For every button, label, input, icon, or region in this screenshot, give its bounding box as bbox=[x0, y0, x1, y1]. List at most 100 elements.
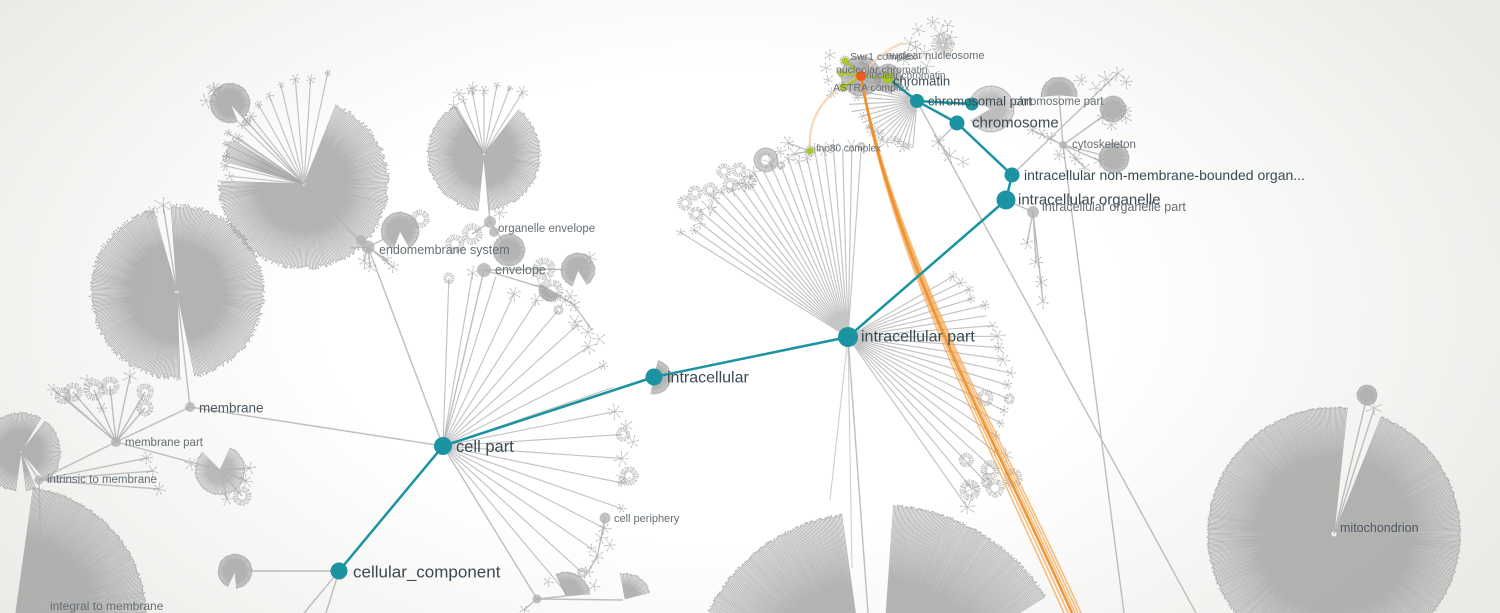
orange-pale-edge[interactable] bbox=[860, 41, 904, 77]
leaf-star bbox=[184, 458, 198, 471]
leaf-star bbox=[688, 186, 702, 201]
graph-node-intracellular_organelle[interactable] bbox=[996, 190, 1016, 210]
leaf-star bbox=[717, 188, 725, 195]
leaf-star bbox=[607, 404, 623, 420]
graph-node-junction[interactable] bbox=[532, 594, 542, 604]
graph-node-astra[interactable] bbox=[839, 83, 847, 91]
leaf-star bbox=[965, 285, 974, 295]
edge-fan bbox=[1207, 407, 1461, 613]
leaf-star bbox=[559, 294, 572, 306]
leaf-star-dots bbox=[762, 154, 778, 168]
leaf-star-dots bbox=[889, 135, 899, 146]
leaf-star-dots bbox=[740, 174, 757, 190]
graph-node-intracellular_part[interactable] bbox=[838, 327, 858, 347]
leaf-star-dots bbox=[734, 179, 744, 188]
orange-strand-edge[interactable] bbox=[860, 75, 1082, 613]
leaf-star-dots bbox=[617, 478, 626, 487]
graph-node-organelle_envelope[interactable] bbox=[484, 216, 496, 228]
graph-node-endomembrane[interactable] bbox=[361, 240, 375, 254]
graph-node-endomembrane2[interactable] bbox=[356, 235, 366, 245]
leaf-star bbox=[382, 255, 392, 265]
graph-node-cell_part[interactable] bbox=[434, 437, 452, 455]
leaf-star-dots bbox=[615, 426, 631, 442]
leaf-star-dots bbox=[506, 85, 514, 92]
leaf-star-dots bbox=[912, 23, 926, 36]
graph-node-cell_periphery[interactable] bbox=[599, 512, 611, 524]
leaf-star bbox=[245, 111, 257, 122]
graph-node-intracellular[interactable] bbox=[645, 368, 663, 386]
leaf-star-dots bbox=[716, 163, 732, 179]
highlight-path-edges[interactable] bbox=[338, 77, 1014, 572]
leaf-star bbox=[890, 136, 899, 145]
orange-pale-edge[interactable] bbox=[808, 74, 862, 152]
leaf-star bbox=[909, 41, 921, 52]
leaf-star-dots bbox=[604, 538, 616, 552]
leaf-star-dots bbox=[917, 44, 932, 61]
graph-node-intracellular_nmbo[interactable] bbox=[1004, 167, 1020, 183]
green-relation-edges[interactable] bbox=[840, 60, 889, 88]
leaf-star bbox=[242, 118, 252, 126]
leaf-star-dots bbox=[467, 86, 478, 96]
leaf-star-dots bbox=[221, 492, 235, 506]
leaf-star bbox=[726, 183, 739, 197]
leaf-star bbox=[820, 62, 831, 73]
leaf-star-dots bbox=[224, 171, 235, 181]
leaf-star-dots bbox=[136, 383, 154, 401]
orange-main-edge[interactable] bbox=[859, 75, 1074, 613]
leaf-star-dots bbox=[564, 289, 578, 302]
floating-label-5: Ino80 complex bbox=[816, 144, 881, 155]
graph-node-integral[interactable] bbox=[37, 599, 47, 609]
graph-node-cytoskeleton[interactable] bbox=[1059, 141, 1067, 149]
graph-node-swr1[interactable] bbox=[841, 57, 849, 65]
leaf-star bbox=[507, 287, 521, 302]
leaf-star bbox=[220, 161, 229, 171]
floating-label-8: mitochondrion bbox=[1340, 521, 1419, 535]
graph-node-organelle_part_n[interactable] bbox=[1027, 206, 1039, 218]
leaf-star-dots bbox=[1003, 393, 1015, 405]
graph-node-cellular_component[interactable] bbox=[330, 562, 348, 580]
leaf-star bbox=[1037, 296, 1048, 309]
leaf-star bbox=[604, 539, 615, 552]
leaf-star-dots bbox=[1103, 118, 1117, 131]
graph-node-chromosome[interactable] bbox=[949, 115, 965, 131]
leaf-star-dots bbox=[543, 577, 554, 588]
leaf-star bbox=[994, 343, 1004, 353]
edge-fan bbox=[971, 85, 1014, 132]
leaf-star bbox=[693, 217, 706, 230]
leaf-star-dots bbox=[410, 209, 430, 229]
leaf-star bbox=[943, 31, 957, 45]
leaf-star bbox=[904, 142, 912, 150]
leaf-star bbox=[775, 147, 786, 157]
leaf-star-dots bbox=[1053, 149, 1066, 161]
leaf-star bbox=[981, 468, 993, 480]
leaf-star-dots bbox=[516, 86, 528, 99]
leaf-star bbox=[931, 33, 955, 57]
leaf-star-dots bbox=[964, 285, 974, 295]
graph-node-nucleolar_chromatin_n[interactable] bbox=[838, 70, 844, 76]
graph-node-chromosome_part_node[interactable] bbox=[965, 97, 979, 111]
leaf-star-dots bbox=[443, 272, 455, 284]
graph-node-chromosomal_part[interactable] bbox=[910, 94, 924, 108]
leaf-star-dots bbox=[942, 19, 954, 31]
leaf-star bbox=[1007, 367, 1016, 378]
leaf-star-dots bbox=[577, 567, 587, 578]
leaf-star bbox=[582, 565, 593, 579]
leaf-star bbox=[1037, 129, 1048, 139]
leaf-star-dots bbox=[581, 565, 594, 579]
node-label-envelope: envelope bbox=[495, 263, 546, 277]
leaf-star bbox=[445, 234, 465, 254]
graph-node-envelope[interactable] bbox=[477, 263, 491, 277]
graph-node-intrinsic[interactable] bbox=[34, 475, 44, 485]
leaf-star-dots bbox=[144, 206, 159, 219]
graph-node-ino80[interactable] bbox=[806, 147, 814, 155]
graph-node-chromatin[interactable] bbox=[882, 72, 894, 84]
graph-node-organelle_envelope2[interactable] bbox=[489, 227, 499, 237]
leaf-star bbox=[734, 179, 744, 187]
graph-node-membrane[interactable] bbox=[185, 402, 195, 412]
leaf-star-dots bbox=[979, 300, 990, 311]
leaf-star-dots bbox=[587, 543, 596, 553]
graph-node-selected[interactable] bbox=[856, 71, 866, 81]
graph-node-membrane_part[interactable] bbox=[111, 437, 121, 447]
